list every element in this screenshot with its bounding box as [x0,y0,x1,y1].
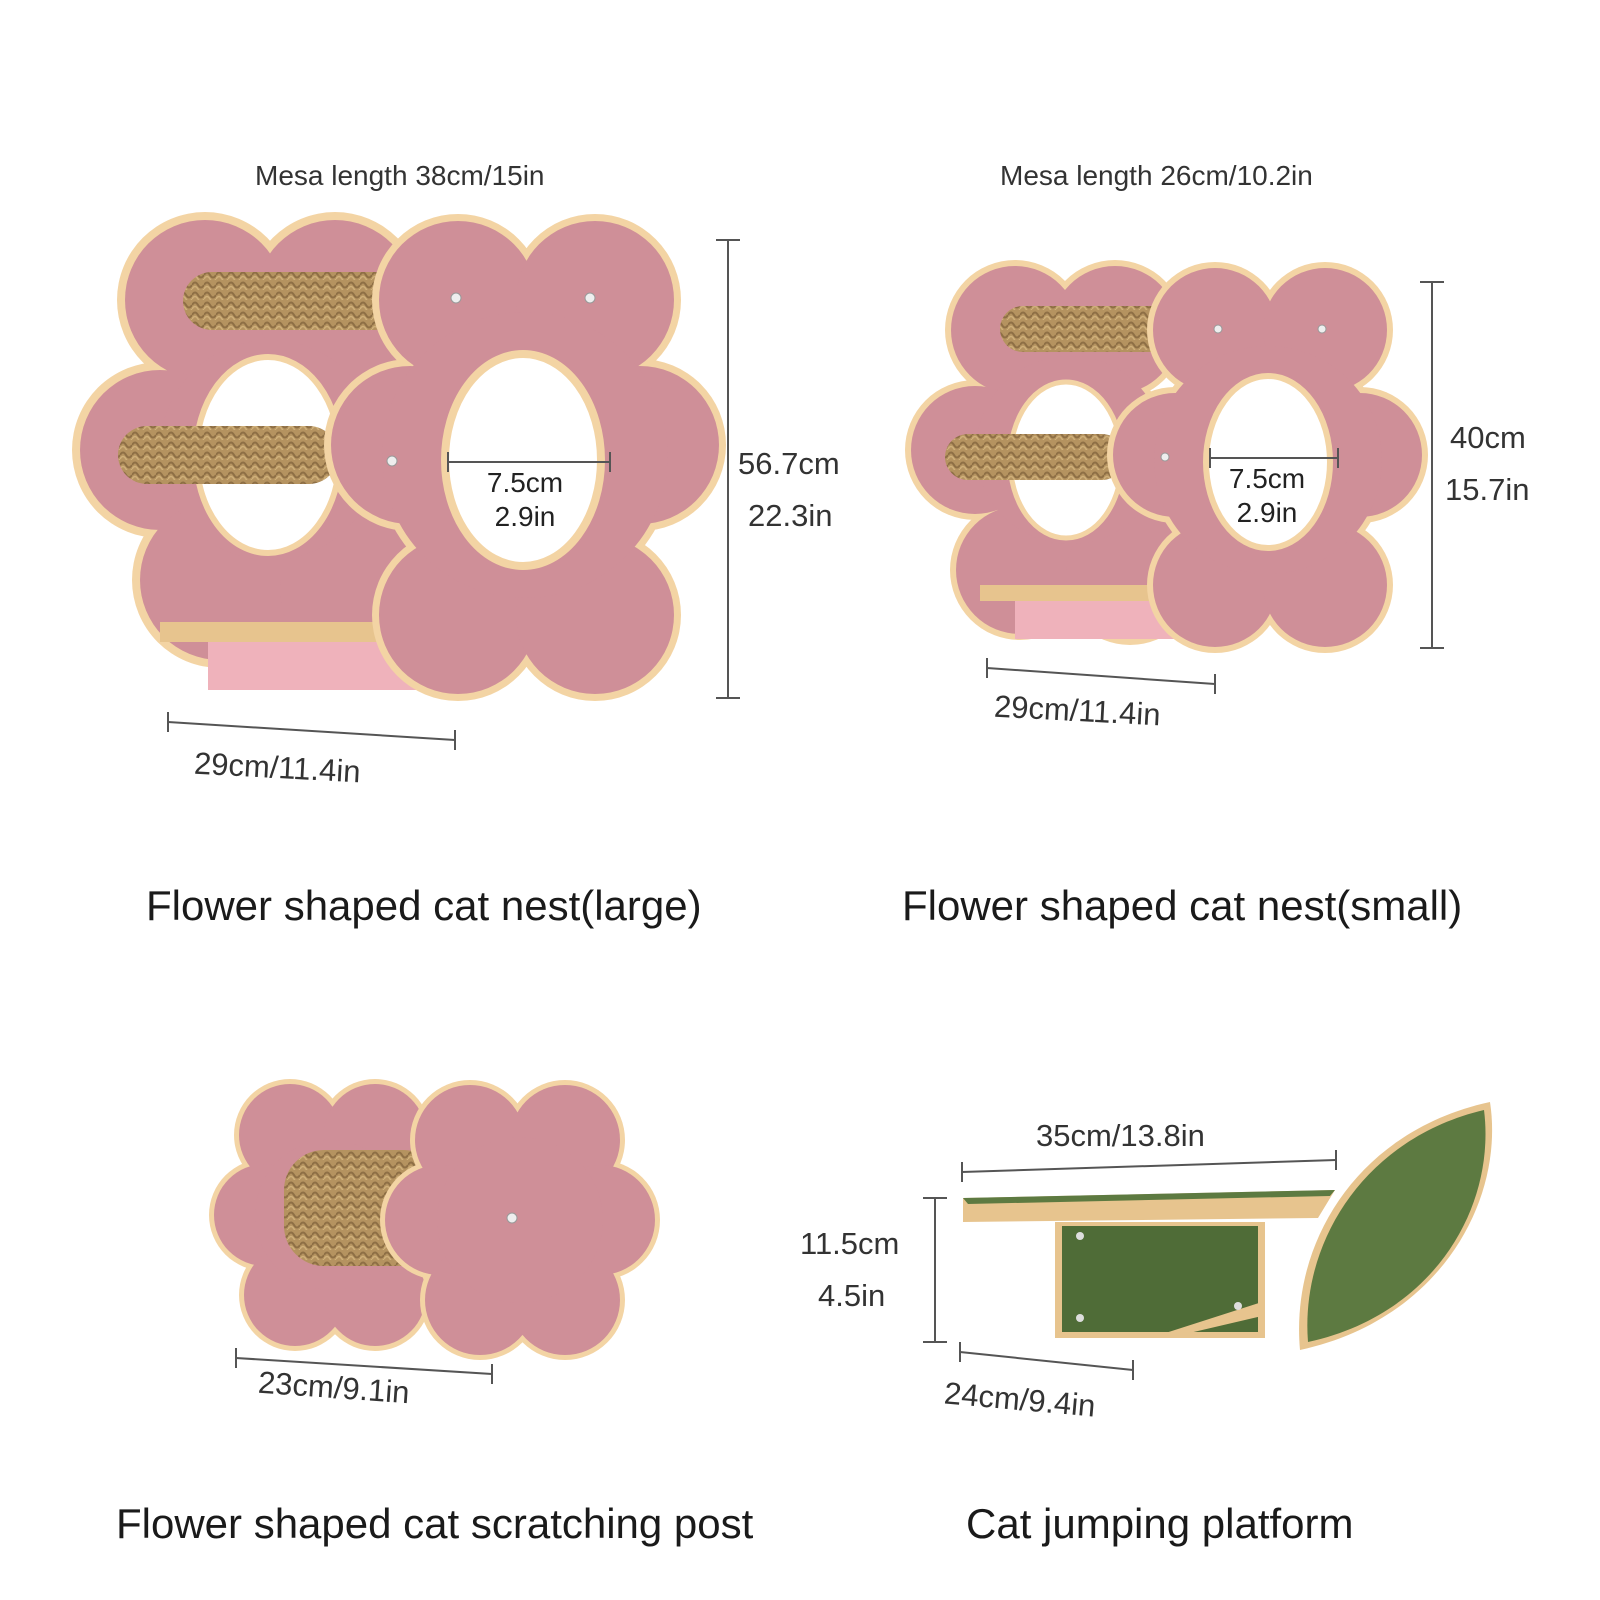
large-nest-rope-post-top [183,272,403,330]
small-nest-title: Flower shaped cat nest(small) [902,882,1463,929]
large-nest-rope-post-middle [118,426,338,484]
small-nest-hole-cm: 7.5cm [1228,463,1306,494]
jumping-platform-height-cm: 11.5cm [800,1226,900,1261]
large-nest-title: Flower shaped cat nest(large) [146,882,702,929]
scratching-post-title: Flower shaped cat scratching post [116,1500,754,1547]
large-nest-depth-dimension-line [167,712,456,750]
jumping-platform-height-in: 4.5in [818,1278,886,1313]
large-nest-hole-in: 2.9in [494,501,556,532]
small-nest-height-in: 15.7in [1445,472,1530,507]
small-nest-illustration [905,260,1444,694]
small-nest-rope-post-top [1000,306,1180,352]
large-nest-height-in: 22.3in [748,498,833,533]
jumping-platform-width: 35cm/13.8in [1036,1118,1205,1153]
jumping-platform-depth-dimension-line [959,1342,1134,1380]
large-nest-mesa-length: Mesa length 38cm/15in [255,160,545,191]
scratching-post-front-flower [380,1080,660,1360]
small-nest-depth-dimension-line [986,658,1216,694]
large-nest-height-dimension-line [716,239,740,699]
small-nest-hole-size: 7.5cm 2.9in [1212,462,1322,530]
large-nest-height-cm: 56.7cm [738,446,840,481]
scratching-post-depth-dimension-line [235,1348,493,1384]
large-nest-hole-dimension-line [447,452,611,472]
large-nest-illustration [72,212,740,750]
small-nest-height-cm: 40cm [1450,420,1526,455]
large-nest-front-panel [324,214,726,701]
jumping-platform-height-dimension-line [923,1197,947,1343]
small-nest-rope-post-middle [945,434,1125,480]
jumping-platform-title: Cat jumping platform [966,1500,1354,1547]
scratching-post-illustration [209,1079,660,1384]
large-nest-hole-size: 7.5cm 2.9in [470,466,580,534]
jumping-platform-width-dimension-line [961,1150,1337,1182]
small-nest-mesa-length: Mesa length 26cm/10.2in [1000,160,1313,191]
small-nest-hole-dimension-line [1209,448,1339,468]
jumping-platform-illustration [923,1102,1493,1380]
small-nest-front-panel [1107,262,1428,653]
large-nest-hole-cm: 7.5cm [486,467,564,498]
small-nest-hole-in: 2.9in [1236,497,1298,528]
jumping-platform-leaf [1307,1110,1486,1342]
small-nest-height-dimension-line [1420,281,1444,649]
